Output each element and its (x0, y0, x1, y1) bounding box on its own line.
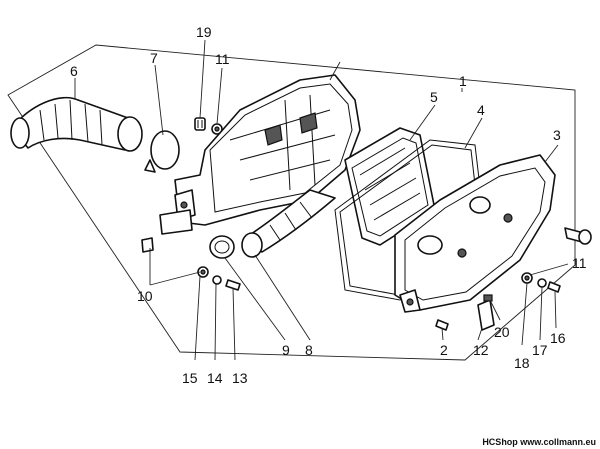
callout-6: 6 (70, 63, 78, 79)
washer-part-11-top (211, 123, 223, 135)
drain-tube (477, 294, 495, 331)
callout-11-top: 11 (215, 51, 230, 67)
callout-2: 2 (440, 342, 448, 358)
callout-17: 17 (532, 342, 548, 358)
callout-13: 13 (232, 370, 248, 386)
callout-8: 8 (305, 342, 313, 358)
callout-4: 4 (477, 102, 485, 118)
leader-lines (74, 39, 569, 361)
callout-18: 18 (514, 355, 530, 371)
callout-11-right: 11 (572, 255, 587, 271)
small-clamp (209, 235, 235, 259)
clip-part-19 (194, 117, 206, 131)
callout-5: 5 (430, 89, 438, 105)
callout-20: 20 (494, 324, 510, 340)
callout-12: 12 (473, 342, 489, 358)
callout-9: 9 (282, 342, 290, 358)
callout-16: 16 (550, 330, 566, 346)
shop-credit: HCShop www.collmann.eu (482, 437, 596, 447)
intake-snorkel (10, 96, 143, 152)
assembly-frame (7, 44, 576, 361)
callout-1: 1 (459, 73, 467, 89)
hose-clamp (144, 130, 180, 173)
callout-19: 19 (196, 24, 212, 40)
callout-15: 15 (182, 370, 198, 386)
filter-element (344, 127, 436, 246)
callout-14: 14 (207, 370, 223, 386)
callout-7: 7 (150, 50, 158, 66)
callout-3: 3 (553, 127, 561, 143)
screw-part-2 (435, 319, 449, 331)
callout-10: 10 (137, 288, 153, 304)
flex-hose (241, 189, 336, 258)
air-box-housing (159, 74, 361, 235)
air-box-cover (394, 154, 556, 313)
callout-numbers: 1 2 3 4 5 6 7 8 9 10 11 11 12 13 14 15 1… (70, 24, 587, 386)
